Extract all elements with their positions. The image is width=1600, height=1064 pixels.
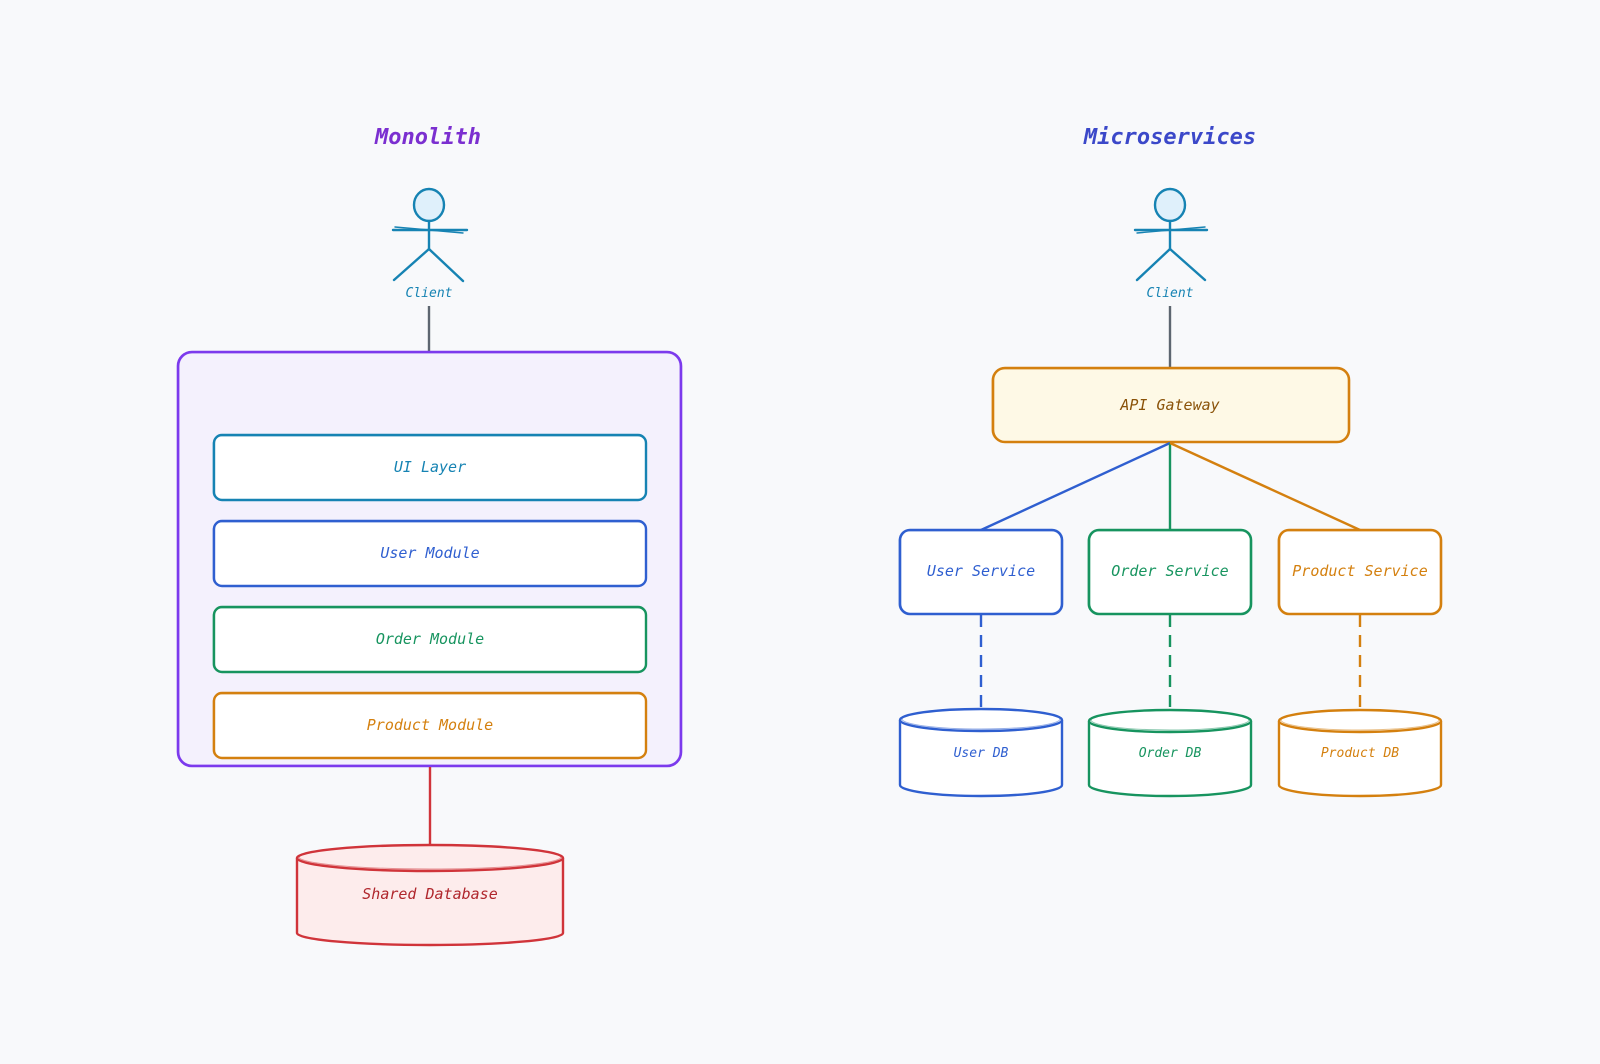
monolith-layer-product-label: Product Module — [367, 716, 493, 734]
user-db-database-icon — [898, 707, 1064, 798]
monolith-client-person-icon — [391, 187, 469, 283]
user-service: User Service — [898, 528, 1064, 616]
user-db-label: User DB — [954, 746, 1009, 761]
shared-database-icon — [295, 843, 565, 947]
api-gateway: API Gateway — [991, 366, 1351, 444]
gateway-user-connector — [980, 441, 1171, 532]
monolith-layer-user: User Module — [212, 519, 648, 588]
microservices-client-label: Client — [1147, 286, 1194, 301]
monolith-layer-order-label: Order Module — [376, 630, 484, 648]
api-gateway-label: API Gateway — [1119, 396, 1219, 414]
order-service-label: Order Service — [1111, 562, 1228, 580]
shared-database-label: Shared Database — [362, 885, 497, 903]
gateway-product-connector — [1169, 441, 1361, 532]
microservices-title: Microservices — [1083, 125, 1256, 150]
monolith-layer-product: Product Module — [212, 691, 648, 760]
product-service-label: Product Service — [1292, 562, 1427, 580]
monolith-layer-ui-label: UI Layer — [394, 458, 466, 476]
user-service-label: User Service — [927, 562, 1035, 580]
microservices-client-person-icon — [1133, 187, 1209, 282]
product-db-database-icon — [1277, 708, 1443, 798]
monolith-layer-user-label: User Module — [380, 544, 479, 562]
order-db-database-icon — [1087, 708, 1253, 798]
monolith-client-label: Client — [406, 286, 453, 301]
product-service: Product Service — [1277, 528, 1443, 616]
monolith-layer-order: Order Module — [212, 605, 648, 674]
product-db-label: Product DB — [1321, 746, 1399, 761]
monolith-title: Monolith — [374, 125, 481, 150]
order-db-label: Order DB — [1139, 746, 1202, 761]
order-service: Order Service — [1087, 528, 1253, 616]
monolith-layer-ui: UI Layer — [212, 433, 648, 502]
